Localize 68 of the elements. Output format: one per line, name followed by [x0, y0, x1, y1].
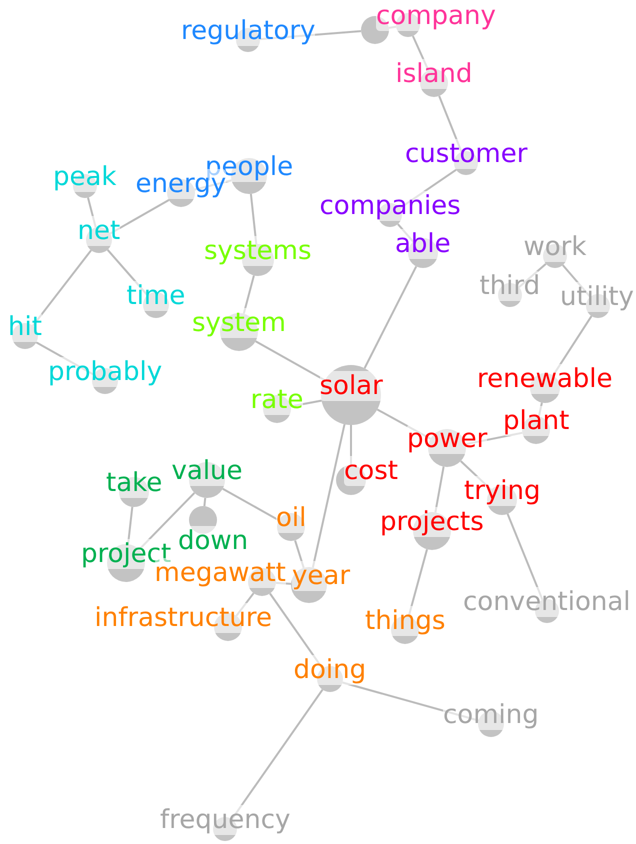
edge-line	[231, 689, 324, 820]
edge-line	[36, 342, 94, 376]
word-label: third	[480, 271, 540, 301]
word-label: work	[524, 232, 586, 262]
word-label: probably	[48, 357, 162, 387]
edge-line	[127, 506, 134, 544]
edge-line	[290, 400, 322, 408]
edge-line	[269, 592, 324, 669]
word-label: peak	[53, 162, 116, 192]
edge-line	[562, 264, 591, 298]
word-label: renewable	[477, 364, 613, 394]
edge-line	[376, 408, 431, 440]
edge-line	[434, 466, 445, 512]
word-label: trying	[464, 476, 540, 506]
edge-line	[138, 492, 196, 550]
edge-line	[465, 432, 522, 446]
word-label: doing	[294, 655, 366, 685]
edge-line	[364, 266, 418, 369]
edge-line	[412, 36, 430, 71]
edge-line	[552, 316, 592, 376]
edge-line	[87, 197, 97, 228]
word-label: system	[192, 308, 286, 338]
edge-line	[32, 250, 92, 326]
edge-line	[408, 549, 428, 617]
edge-line	[506, 514, 544, 600]
edge-line	[399, 168, 457, 210]
word-label: time	[126, 281, 186, 311]
word-label: cost	[344, 456, 398, 486]
word-label: conventional	[463, 587, 631, 617]
edge-line	[110, 199, 170, 234]
word-label: frequency	[160, 805, 290, 835]
word-label: regulatory	[181, 16, 316, 46]
edge-line	[294, 540, 305, 568]
edge-line	[438, 96, 462, 152]
word-label: companies	[320, 191, 461, 221]
edge-line	[460, 460, 492, 490]
edge-line	[350, 425, 352, 465]
word-label: solar	[320, 371, 383, 401]
word-label: island	[396, 59, 472, 89]
word-label: plant	[503, 406, 570, 436]
edge-line	[203, 498, 206, 506]
word-label: customer	[405, 139, 528, 169]
edge-line	[312, 424, 346, 568]
word-label: coming	[443, 700, 539, 730]
word-label: value	[172, 456, 243, 486]
word-label: net	[78, 216, 120, 246]
edge-line	[342, 682, 479, 722]
word-label: power	[407, 424, 488, 454]
word-label: able	[395, 229, 451, 259]
edge-line	[397, 223, 414, 242]
edge-line	[260, 30, 362, 40]
word-label: systems	[204, 236, 312, 266]
edge-line	[242, 275, 255, 314]
edge-line	[250, 194, 258, 244]
word-label: infrastructure	[94, 603, 272, 633]
word-label: year	[292, 561, 350, 591]
word-label: hit	[8, 312, 42, 342]
edge-line	[106, 249, 148, 296]
word-label: projects	[380, 507, 484, 537]
edge-line	[276, 582, 292, 585]
word-label: oil	[276, 503, 306, 533]
word-label: things	[365, 606, 446, 636]
edge-line	[222, 488, 280, 522]
word-label: utility	[560, 282, 634, 312]
edge-line	[518, 263, 547, 288]
word-label: take	[106, 468, 162, 498]
edge-line	[236, 592, 254, 616]
edge-line	[538, 402, 543, 417]
